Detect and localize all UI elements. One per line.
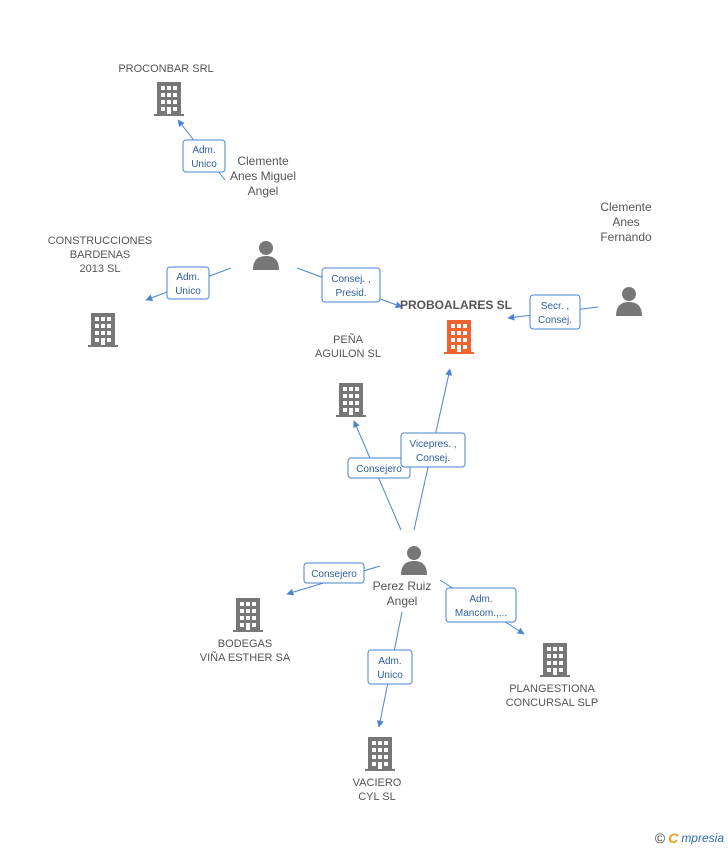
node-label: CONCURSAL SLP	[506, 697, 599, 709]
edge-role-badge[interactable]: Secr. , Consej.	[529, 294, 581, 330]
node-label: Perez Ruiz	[373, 579, 432, 593]
building-icon	[88, 313, 118, 347]
edge-perez-to-proboalares: Vicepres. , Consej.	[400, 368, 466, 531]
node-label: BODEGAS	[218, 638, 272, 650]
edge-role-badge-box	[303, 562, 365, 584]
edge-role-text: Vicepres. ,	[409, 439, 456, 450]
edge-role-badge-box	[347, 457, 411, 479]
node-plangestiona[interactable]: PLANGESTIONA CONCURSAL SLP	[506, 643, 599, 709]
edge-role-text: Consej.	[538, 315, 572, 326]
edge-role-badge[interactable]: Adm. Unico	[367, 649, 413, 685]
edge-role-text: Unico	[191, 159, 217, 170]
node-construcciones[interactable]: CONSTRUCCIONES BARDENAS 2013 SL	[48, 235, 153, 347]
edge-perez-to-bodegas: Consejero	[286, 562, 381, 596]
edge-role-badge[interactable]: Vicepres. , Consej.	[400, 432, 466, 468]
node-proboalares[interactable]: PROBOALARES SL	[400, 298, 512, 354]
node-pena[interactable]: PEÑA AGUILON SL	[315, 333, 381, 417]
node-label: Angel	[387, 594, 418, 608]
edge-role-badge-box	[529, 294, 581, 330]
edge-role-text: Adm.	[469, 594, 492, 605]
node-proconbar[interactable]: PROCONBAR SRL	[118, 63, 214, 116]
edge-role-text: Unico	[175, 286, 201, 297]
edge-role-badge[interactable]: Consejero	[347, 457, 411, 479]
node-label: PROBOALARES SL	[400, 298, 512, 312]
edge-role-badge[interactable]: Adm. Mancom.,...	[445, 587, 517, 623]
edge-role-badge-box	[445, 587, 517, 623]
edge-clemente_miguel-to-proconbar: Adm. Unico	[177, 119, 226, 181]
node-label: 2013 SL	[80, 263, 121, 275]
copyright-icon: ©	[654, 830, 666, 846]
edge-role-badge[interactable]: Adm. Unico	[182, 139, 226, 173]
edge-role-text: Mancom.,...	[455, 608, 507, 619]
building-icon	[233, 598, 263, 632]
building-icon	[540, 643, 570, 677]
node-label: Clemente	[600, 200, 652, 214]
edge-role-badge-box	[182, 139, 226, 173]
building-icon	[444, 320, 474, 354]
edge-role-text: Consej.	[416, 453, 450, 464]
edge-perez-to-pena: Consejero	[347, 420, 411, 531]
edge-role-badge-box	[367, 649, 413, 685]
node-label: PROCONBAR SRL	[118, 63, 213, 75]
node-label: AGUILON SL	[315, 348, 381, 360]
edge-role-text: Adm.	[378, 656, 401, 667]
edge-role-text: Presid.	[335, 288, 366, 299]
building-icon	[365, 737, 395, 771]
edge-role-text: Unico	[377, 670, 403, 681]
edge-clemente_fernando-to-proboalares: Secr. , Consej.	[507, 294, 599, 330]
node-label: PEÑA	[333, 333, 364, 346]
edge-role-badge[interactable]: Adm. Unico	[166, 266, 210, 300]
node-label: Angel	[248, 184, 279, 198]
edge-role-text: Adm.	[176, 272, 199, 283]
edge-perez-to-plangestiona: Adm. Mancom.,...	[439, 579, 525, 635]
node-label: CONSTRUCCIONES	[48, 235, 153, 247]
edge-clemente_miguel-to-proboalares: Consej. , Presid.	[296, 267, 403, 309]
node-vaciero[interactable]: VACIERO CYL SL	[353, 737, 402, 803]
person-icon	[401, 546, 427, 575]
edge-clemente_miguel-to-construcciones: Adm. Unico	[145, 266, 232, 302]
edge-role-text: Consej. ,	[331, 274, 370, 285]
edge-role-badge-box	[400, 432, 466, 468]
node-label: CYL SL	[358, 791, 396, 803]
edge-perez-to-vaciero: Adm. Unico	[367, 611, 413, 728]
edge-role-text: Adm.	[192, 145, 215, 156]
edge-role-text: Consejero	[356, 464, 402, 475]
building-icon	[154, 82, 184, 116]
brand-name: mpresia	[681, 831, 724, 845]
edge-role-text: Consejero	[311, 569, 357, 580]
node-label: VIÑA ESTHER SA	[200, 651, 291, 664]
brand-initial: C	[668, 830, 679, 846]
edge-role-text: Secr. ,	[541, 301, 569, 312]
building-icon	[336, 383, 366, 417]
node-label: Clemente	[237, 154, 289, 168]
node-label: PLANGESTIONA	[509, 683, 595, 695]
edge-role-badge-box	[321, 267, 381, 303]
edge-role-badge-box	[166, 266, 210, 300]
edge-role-badge[interactable]: Consejero	[303, 562, 365, 584]
node-label: BARDENAS	[70, 249, 131, 261]
person-icon	[253, 241, 279, 270]
node-label: Anes	[612, 215, 639, 229]
node-label: Fernando	[600, 230, 652, 244]
node-label: Anes Miguel	[230, 169, 296, 183]
node-label: VACIERO	[353, 777, 402, 789]
person-icon	[616, 287, 642, 316]
edge-role-badge[interactable]: Consej. , Presid.	[321, 267, 381, 303]
